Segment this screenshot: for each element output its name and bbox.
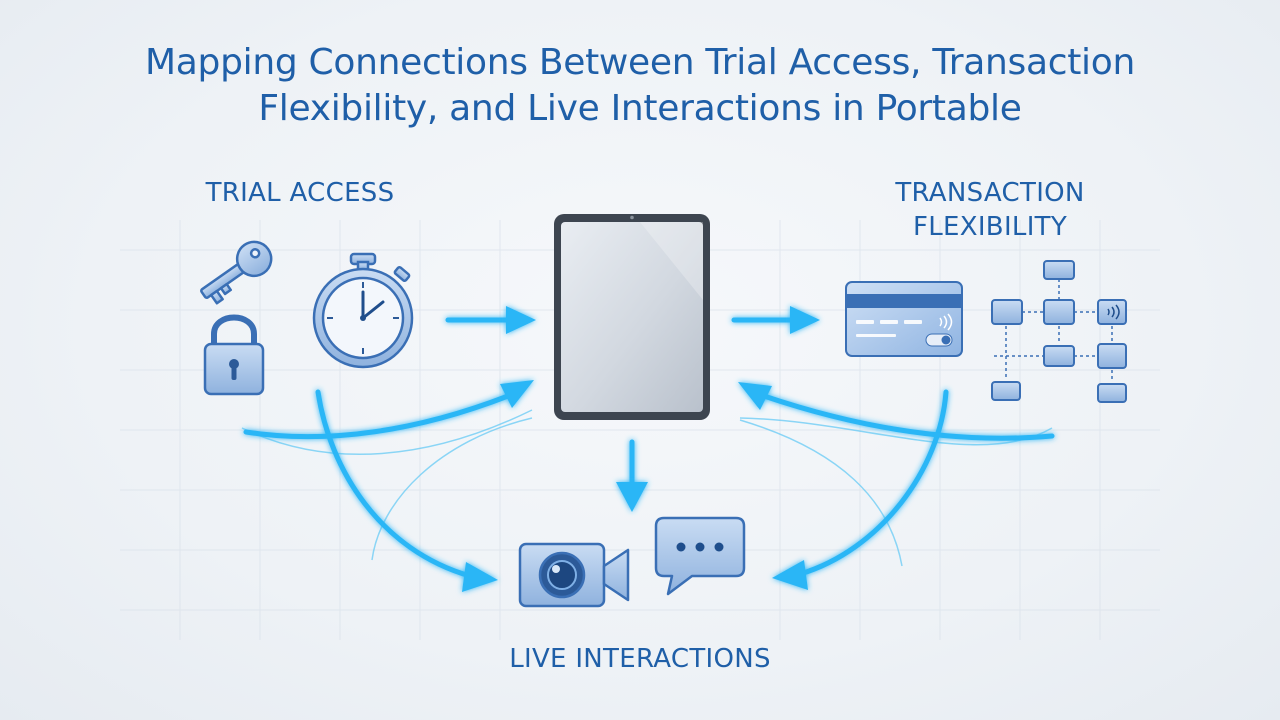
arrowhead-trial-to-live: [462, 562, 498, 592]
credit-card-icon: [845, 281, 963, 357]
arrow-trial-to-tablet-curve: [243, 393, 511, 440]
arrowhead-transaction-to-live: [772, 560, 808, 590]
flowchart-icon: [991, 260, 1127, 403]
live-interactions-label: LIVE INTERACTIONS: [509, 644, 771, 674]
arrowhead-trial-curve: [500, 380, 534, 408]
transaction-flexibility-label: TRANSACTION FLEXIBILITY: [830, 176, 1150, 244]
title-line-1: Mapping Connections Between Trial Access…: [145, 42, 1135, 83]
arrow-trial-to-live: [315, 389, 473, 579]
thin-curve-left-lower: [371, 417, 533, 561]
stopwatch-icon: [312, 252, 414, 369]
chat-bubble-icon: [654, 516, 746, 596]
title-line-2: Flexibility, and Live Interactions in Po…: [258, 88, 1022, 129]
arrowhead-transaction-curve: [738, 382, 772, 410]
thin-curve-right-lower: [739, 419, 903, 567]
arrowhead-trial-to-tablet: [506, 306, 536, 334]
thin-curve-left: [241, 409, 533, 455]
arrow-transaction-to-live: [797, 389, 949, 577]
video-camera-icon: [518, 542, 630, 608]
tablet-icon: [554, 214, 710, 420]
trial-access-label: TRIAL ACCESS: [205, 178, 395, 208]
page-title: Mapping Connections Between Trial Access…: [40, 40, 1240, 132]
arrowhead-tablet-to-transaction: [790, 306, 820, 334]
transaction-label-line-2: FLEXIBILITY: [912, 212, 1068, 242]
key-icon: [200, 240, 273, 305]
arrowhead-tablet-to-live: [616, 482, 648, 512]
lock-icon: [203, 314, 265, 396]
arrow-transaction-to-tablet-curve: [761, 393, 1055, 441]
transaction-label-line-1: TRANSACTION: [895, 178, 1085, 208]
